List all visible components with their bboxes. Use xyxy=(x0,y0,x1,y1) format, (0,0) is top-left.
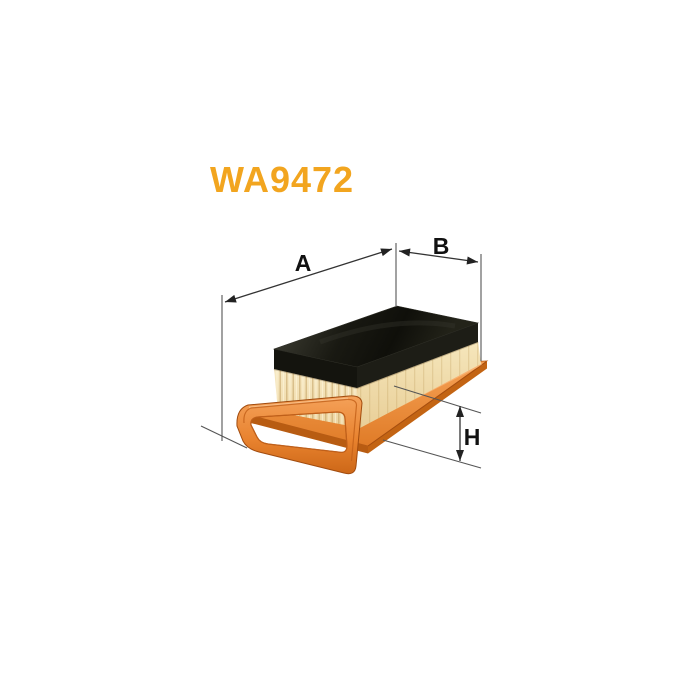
foam-sheen xyxy=(319,320,456,345)
product-code: WA9472 xyxy=(210,159,355,200)
foam-left-face xyxy=(274,349,357,388)
extension-line-bottom-left xyxy=(200,425,248,449)
extension-line-h-top xyxy=(393,385,482,414)
dim-label-a: A xyxy=(295,250,312,276)
foam-right-face xyxy=(357,323,478,388)
dim-label-h: H xyxy=(464,424,481,450)
media-right-face-pleats xyxy=(357,341,481,428)
handle-hole-ridge xyxy=(250,411,348,454)
frame-plate-left-edge xyxy=(249,415,368,454)
frame-outer-edge-line xyxy=(367,361,487,447)
filter-handle xyxy=(236,395,363,475)
handle-top-highlight xyxy=(248,397,349,409)
dimension-annotations xyxy=(200,243,482,469)
extension-line-h-bottom xyxy=(382,439,482,469)
frame-plate-right-edge xyxy=(368,361,487,454)
dimension-line-a xyxy=(224,248,393,303)
filter-foam-seal xyxy=(272,305,480,388)
air-filter-illustration xyxy=(236,305,489,475)
handle-inner-ridge xyxy=(243,398,358,462)
foam-top-face xyxy=(272,305,480,368)
dim-label-b: B xyxy=(433,233,450,259)
dimension-line-b xyxy=(398,248,479,265)
dimension-labels: A B H xyxy=(295,233,481,450)
